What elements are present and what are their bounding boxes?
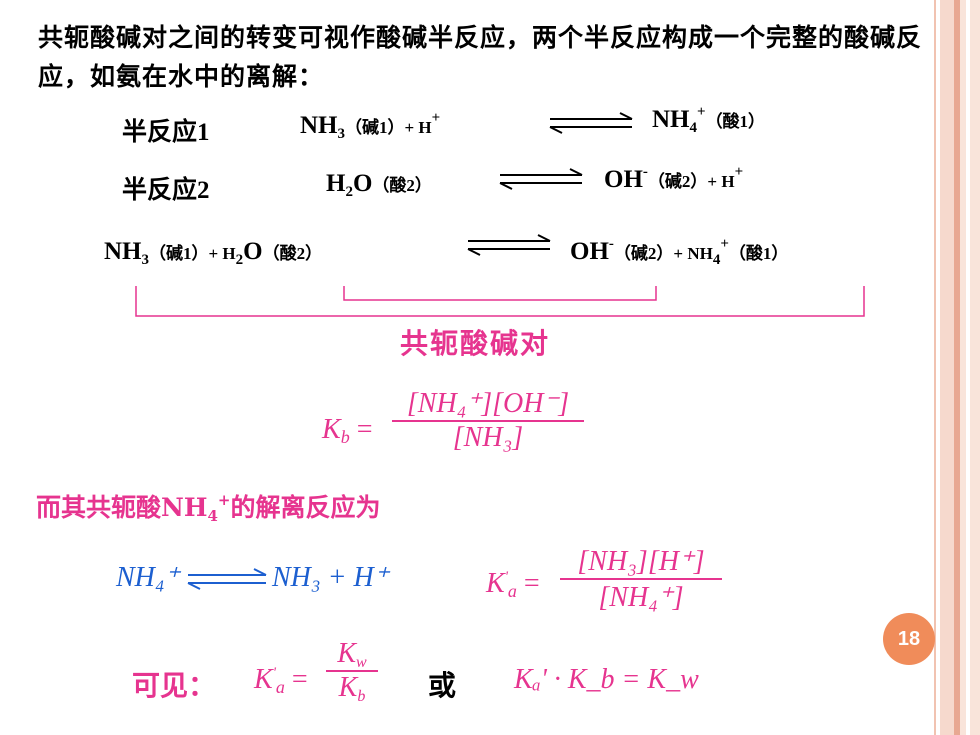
kb-denominator-2: Kb: [338, 672, 366, 705]
ka-lhs: K'a =: [486, 568, 540, 601]
equilibrium-arrow-icon: [549, 112, 633, 134]
half-reaction-1-rhs: NH4+（酸1）: [652, 104, 766, 136]
intro-text: 共轭酸碱对之间的转变可视作酸碱半反应，两个半反应构成一个完整的酸碱反应，如氨在水…: [38, 23, 923, 91]
half-reaction-2-label: 半反应2: [122, 177, 210, 204]
border-band: [966, 0, 970, 735]
kb-denominator: [NH₃]: [452, 422, 524, 453]
border-band: [954, 0, 960, 735]
overall-reaction-lhs: NH3（碱1）+ H2O（酸2）: [104, 238, 323, 268]
border-band: [960, 0, 980, 735]
ka-numerator: [NH₃][H⁺]: [577, 546, 705, 577]
conjugate-pair-label: 共轭酸碱对: [400, 327, 551, 360]
conclusion-fraction: Kw Kb: [326, 638, 378, 705]
conclusion-label: 可见：: [132, 669, 217, 702]
or-label: 或: [428, 669, 457, 702]
equilibrium-arrow-icon: [187, 568, 267, 590]
conjugate-pair-brackets: [135, 286, 865, 317]
conclusion-formula-1-lhs: K'a =: [254, 664, 308, 697]
border-line: [934, 0, 936, 735]
page-number-badge: 18: [883, 613, 935, 665]
half-reaction-1-label: 半反应1: [122, 119, 210, 146]
kb-fraction: [NH₄⁺][OH⁻] [NH₃]: [392, 386, 584, 454]
acid-eq-lhs: NH₄⁺: [116, 562, 180, 593]
conclusion-formula-2: Kₐ' · K_b = K_w: [514, 664, 699, 695]
half-reaction-2-rhs: OH-（碱2）+ H+: [604, 164, 744, 194]
equilibrium-arrow-icon: [499, 168, 583, 190]
conjugate-acid-line: 而其共轭酸NH4+的解离反应为: [36, 491, 381, 525]
half-reaction-2-lhs: H2O（酸2）: [326, 170, 432, 200]
half-reaction-1-lhs: NH3（碱1）+ H+: [300, 110, 441, 142]
border-band: [940, 0, 954, 735]
acid-eq-rhs: NH₃ + H⁺: [272, 562, 389, 593]
overall-reaction-rhs: OH-（碱2）+ NH4+（酸1）: [570, 236, 789, 268]
kb-lhs: Kb =: [322, 414, 373, 447]
equilibrium-arrow-icon: [467, 234, 551, 256]
kw-numerator: Kw: [337, 638, 367, 671]
ka-denominator: [NH₄⁺]: [598, 582, 684, 613]
ka-fraction: [NH₃][H⁺] [NH₄⁺]: [560, 544, 722, 614]
kb-numerator: [NH₄⁺][OH⁻]: [406, 388, 570, 419]
